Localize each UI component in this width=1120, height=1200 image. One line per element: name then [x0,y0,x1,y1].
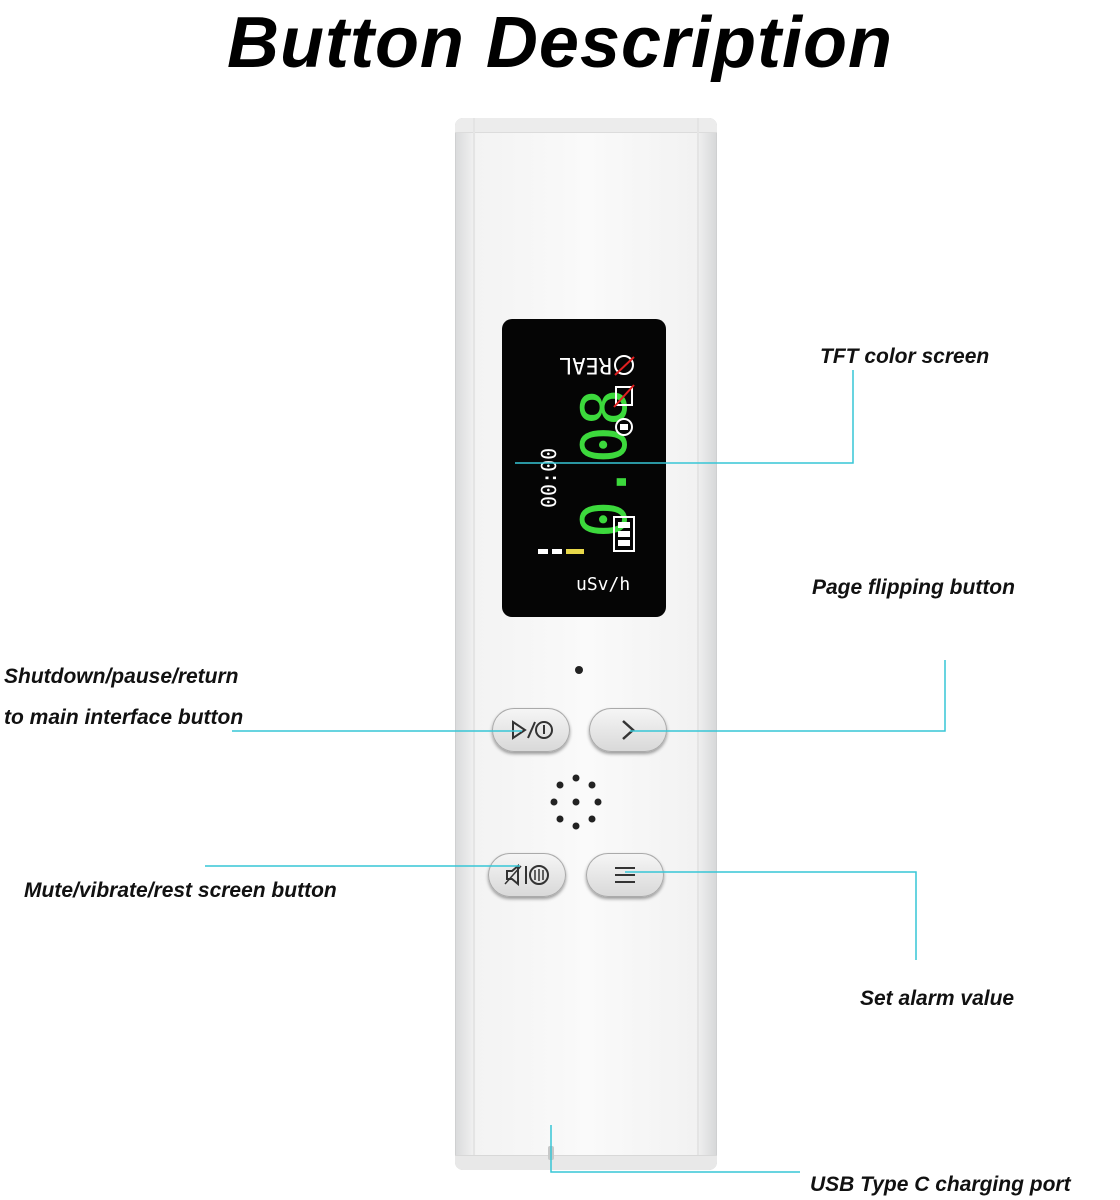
leader-line-page-flip [630,660,946,732]
mute-vibrate-button[interactable] [488,853,566,897]
bell-icon [614,355,635,376]
leader-line-alarm [625,871,917,960]
page-flip-button[interactable] [589,708,667,752]
speaker-grille-icon [550,774,602,830]
callout-alarm: Set alarm value [860,987,1015,1010]
callout-page-flip: Page flipping button [812,576,1015,599]
clock-icon [615,418,633,436]
leader-line-usb [550,1125,800,1173]
level-bar-1 [538,549,548,554]
set-alarm-button[interactable] [586,853,664,897]
screen-unit-text: uSv/h [576,574,630,595]
device-body [455,118,717,1170]
mute-vibrate-icon [504,863,549,887]
battery-icon [613,516,635,552]
device-top-cap [455,118,717,133]
page-title: Button Description [227,3,893,83]
play-power-icon [512,720,553,740]
leader-line-tft [515,370,854,464]
level-bar-2 [552,549,562,554]
callout-shutdown-line1: Shutdown/pause/return [4,665,239,688]
callout-usb: USB Type C charging port [810,1173,1071,1196]
device-bottom-cap [455,1155,717,1170]
callout-mute: Mute/vibrate/rest screen button [24,879,337,902]
callout-tft-screen: TFT color screen [820,345,990,368]
device-rail-right [697,118,699,1170]
screen-timer-text: 00:00 [537,448,561,508]
device-rail-left [473,118,475,1170]
tft-screen: REAL 0.08 00:00 uSv/h [502,319,666,617]
screen-mode-text: REAL [559,352,612,377]
status-led [575,666,583,674]
chevron-right-icon [622,720,635,740]
level-bar-3 [566,549,584,554]
shutdown-pause-button[interactable] [492,708,570,752]
callout-shutdown-line2: to main interface button [4,706,244,729]
menu-icon [615,867,635,883]
phone-icon [613,384,635,408]
